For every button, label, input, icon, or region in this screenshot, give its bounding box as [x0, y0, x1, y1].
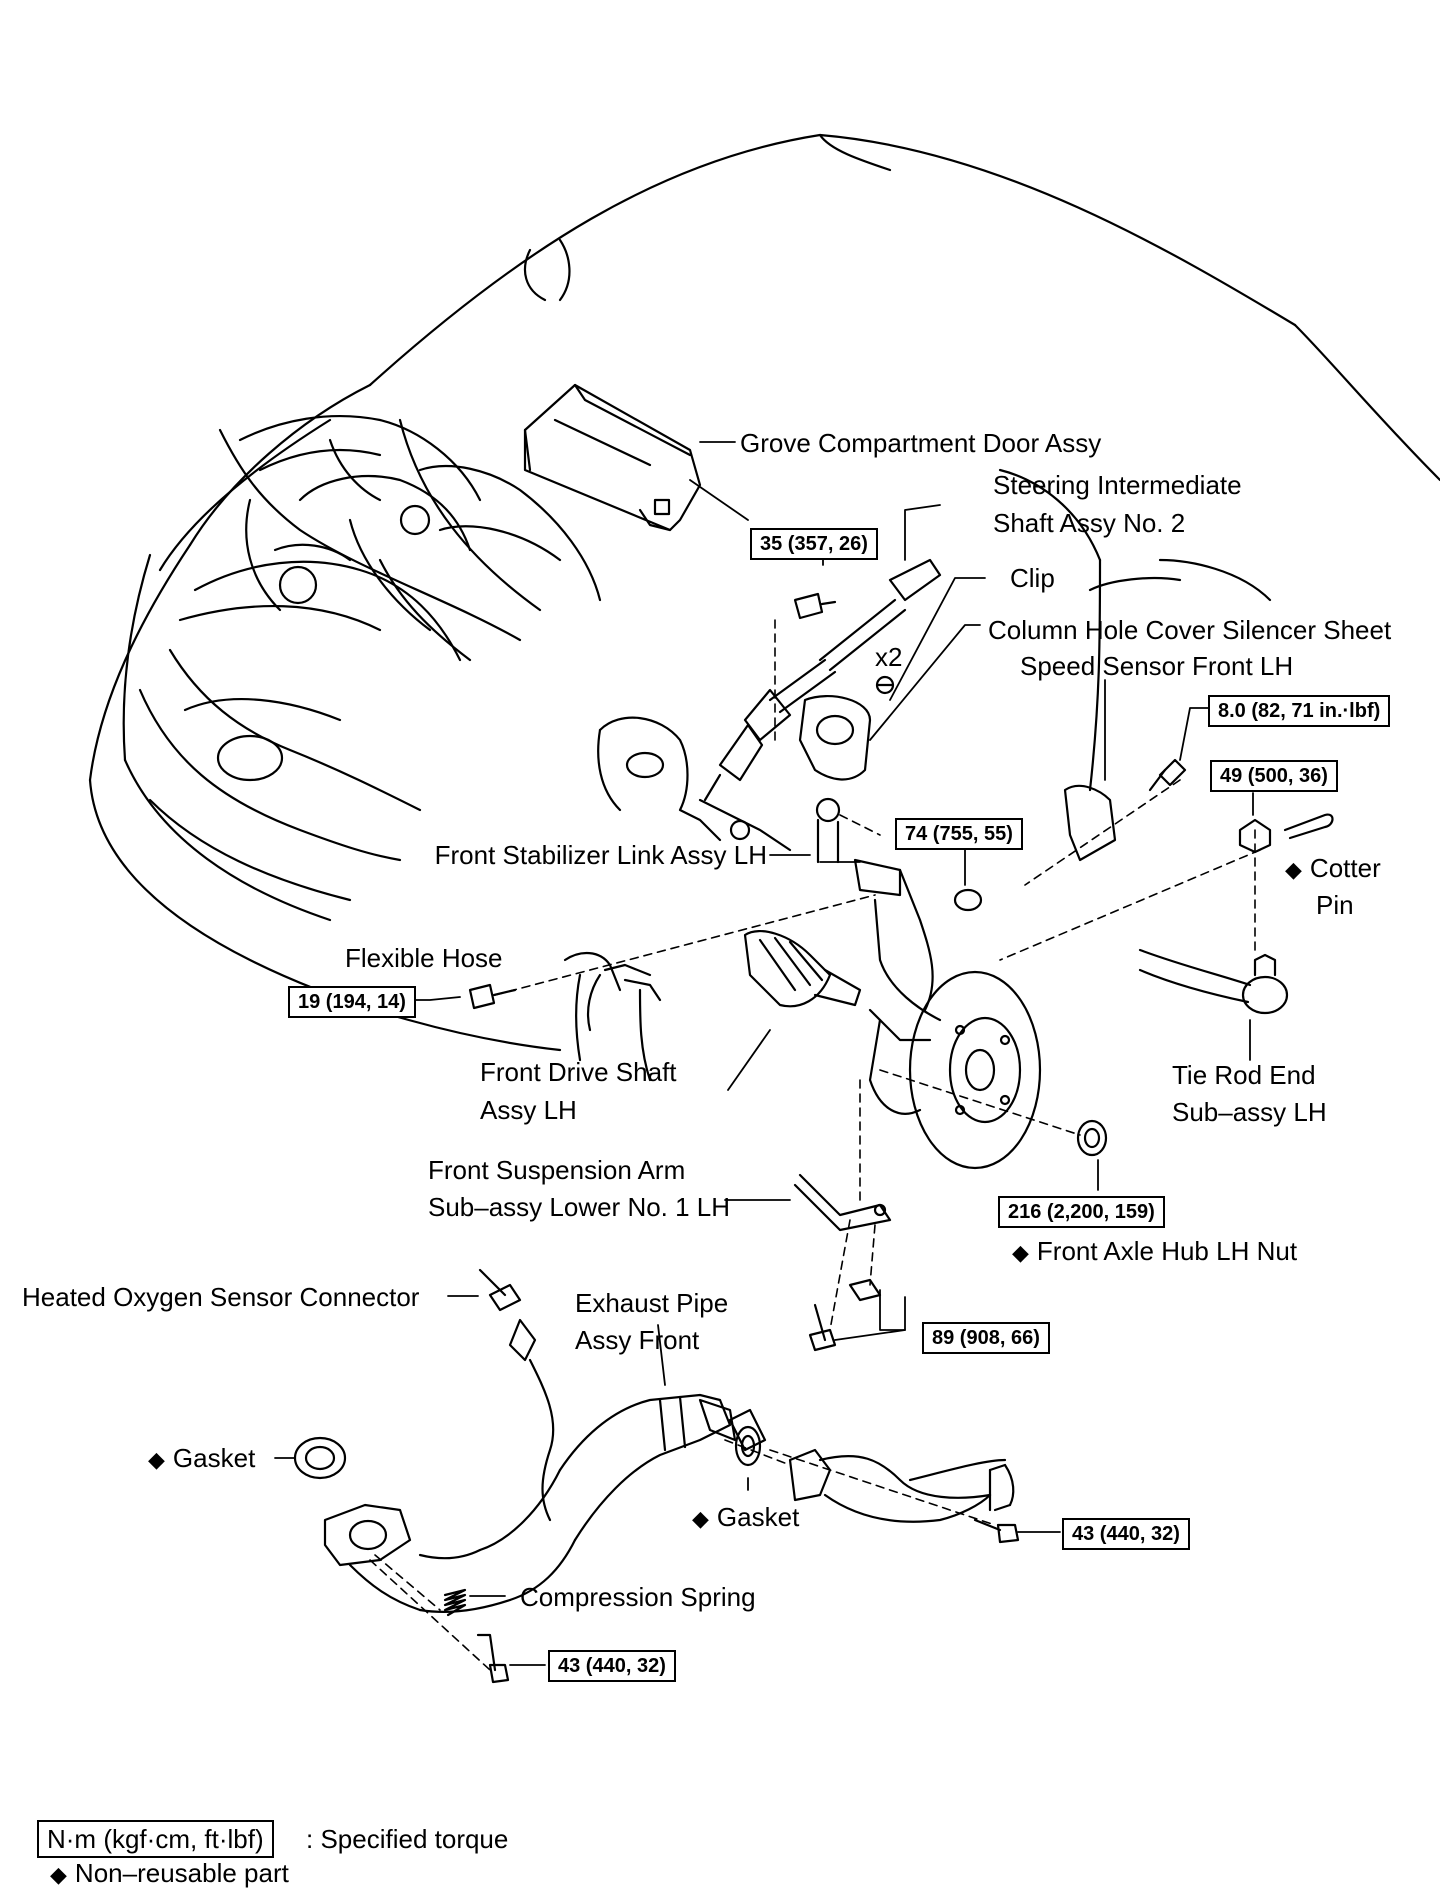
label-front-stabilizer-link: Front Stabilizer Link Assy LH: [434, 840, 767, 870]
label-flexible-hose: Flexible Hose: [345, 943, 503, 973]
gasket-left-part: [293, 1436, 347, 1480]
torque-spec-19: 19 (194, 14): [288, 986, 416, 1018]
nonreusable-marker: ◆: [148, 1447, 165, 1472]
nonreusable-marker: ◆: [1285, 857, 1302, 882]
leader-lines: [274, 441, 1254, 1666]
nonreusable-marker: ◆: [1012, 1240, 1029, 1265]
drive-shaft-part: [743, 930, 862, 1008]
label-glove-compartment-door: Grove Compartment Door Assy: [740, 428, 1102, 458]
label-gasket-right: ◆ Gasket: [692, 1502, 799, 1534]
lower-arm-part: [793, 1173, 892, 1232]
label-front-drive-shaft-line1: Front Drive Shaft: [480, 1057, 677, 1087]
label-front-axle-hub-nut-text: Front Axle Hub LH Nut: [1036, 1236, 1298, 1266]
legend-torque-box: N·m (kgf·cm, ft·lbf): [37, 1820, 274, 1858]
legend-nonreusable: ◆ Non–reusable part: [50, 1856, 289, 1892]
label-gasket-right-text: Gasket: [716, 1502, 800, 1532]
bolt-19: [468, 983, 517, 1010]
glove-compartment-door-part: [523, 383, 702, 532]
torque-spec-43-right: 43 (440, 32): [1062, 1518, 1190, 1550]
label-x2: x2: [875, 642, 903, 672]
nut-74: [953, 888, 983, 912]
oxygen-sensor-part: [478, 1268, 555, 1522]
torque-spec-216: 216 (2,200, 159): [998, 1196, 1165, 1228]
torque-spec-35: 35 (357, 26): [750, 528, 878, 560]
label-steering-shaft-line1: Steering Intermediate: [993, 470, 1242, 500]
bolt-35: [793, 592, 837, 620]
lower-arm-bolts: [808, 1278, 882, 1352]
label-gasket-left: ◆ Gasket: [148, 1443, 255, 1475]
label-exhaust-pipe-line1: Exhaust Pipe: [575, 1288, 729, 1318]
label-heated-oxygen-sensor: Heated Oxygen Sensor Connector: [22, 1282, 420, 1312]
steering-gear-housing: [597, 716, 792, 852]
label-front-drive-shaft-line2: Assy LH: [480, 1095, 577, 1125]
bolt-43-right: [973, 1518, 1020, 1544]
label-cotter-pin-line1: ◆ Cotter: [1285, 853, 1381, 885]
cotter-pin-part: [1283, 813, 1334, 840]
assembly-dashed-lines: [369, 619, 1261, 1671]
bolt-43-bottom: [476, 1633, 510, 1684]
compression-spring-part: [443, 1588, 467, 1617]
label-column-hole-cover: Column Hole Cover Silencer Sheet: [988, 615, 1392, 645]
column-hole-cover-part: [798, 695, 872, 781]
torque-spec-74: 74 (755, 55): [895, 818, 1023, 850]
castle-nut-part: [1238, 818, 1272, 854]
legend-nonreusable-text: Non–reusable part: [74, 1858, 289, 1888]
clip-part: [875, 675, 895, 695]
label-tie-rod-end-line1: Tie Rod End: [1172, 1060, 1316, 1090]
vehicle-body-outline: [88, 133, 1440, 1052]
exhaust-flange-left: [323, 1503, 422, 1612]
stabilizer-link-part: [815, 797, 841, 864]
exhaust-pipe-part: [418, 1393, 767, 1614]
nonreusable-marker: ◆: [692, 1506, 709, 1531]
label-exhaust-pipe-line2: Assy Front: [575, 1325, 700, 1355]
label-front-axle-hub-nut: ◆ Front Axle Hub LH Nut: [1012, 1236, 1297, 1268]
nonreusable-marker: ◆: [50, 1862, 67, 1887]
label-speed-sensor: Speed Sensor Front LH: [1020, 651, 1294, 681]
torque-spec-43-bottom: 43 (440, 32): [548, 1650, 676, 1682]
label-clip: Clip: [1010, 563, 1055, 593]
steering-shaft-part: [703, 558, 942, 802]
speed-sensor-part: [1063, 558, 1187, 862]
label-steering-shaft-line2: Shaft Assy No. 2: [993, 508, 1186, 538]
legend-torque-text: : Specified torque: [306, 1824, 509, 1854]
hub-nut-part: [1076, 1119, 1108, 1157]
label-tie-rod-end-line2: Sub–assy LH: [1172, 1097, 1327, 1127]
label-front-suspension-arm-line2: Sub–assy Lower No. 1 LH: [428, 1192, 731, 1222]
brake-rotor-part: [908, 970, 1042, 1170]
label-compression-spring: Compression Spring: [520, 1582, 756, 1612]
tie-rod-end-part: [1138, 948, 1289, 1015]
torque-spec-89: 89 (908, 66): [922, 1322, 1050, 1354]
label-front-suspension-arm-line1: Front Suspension Arm: [428, 1155, 686, 1185]
catalytic-converter-part: [788, 1448, 1015, 1523]
label-cotter-pin-text: Cotter: [1309, 853, 1381, 883]
label-cotter-pin-line2: Pin: [1316, 890, 1354, 920]
label-gasket-left-text: Gasket: [172, 1443, 256, 1473]
torque-spec-8: 8.0 (82, 71 in.·lbf): [1208, 695, 1391, 727]
torque-spec-49: 49 (500, 36): [1210, 760, 1338, 792]
